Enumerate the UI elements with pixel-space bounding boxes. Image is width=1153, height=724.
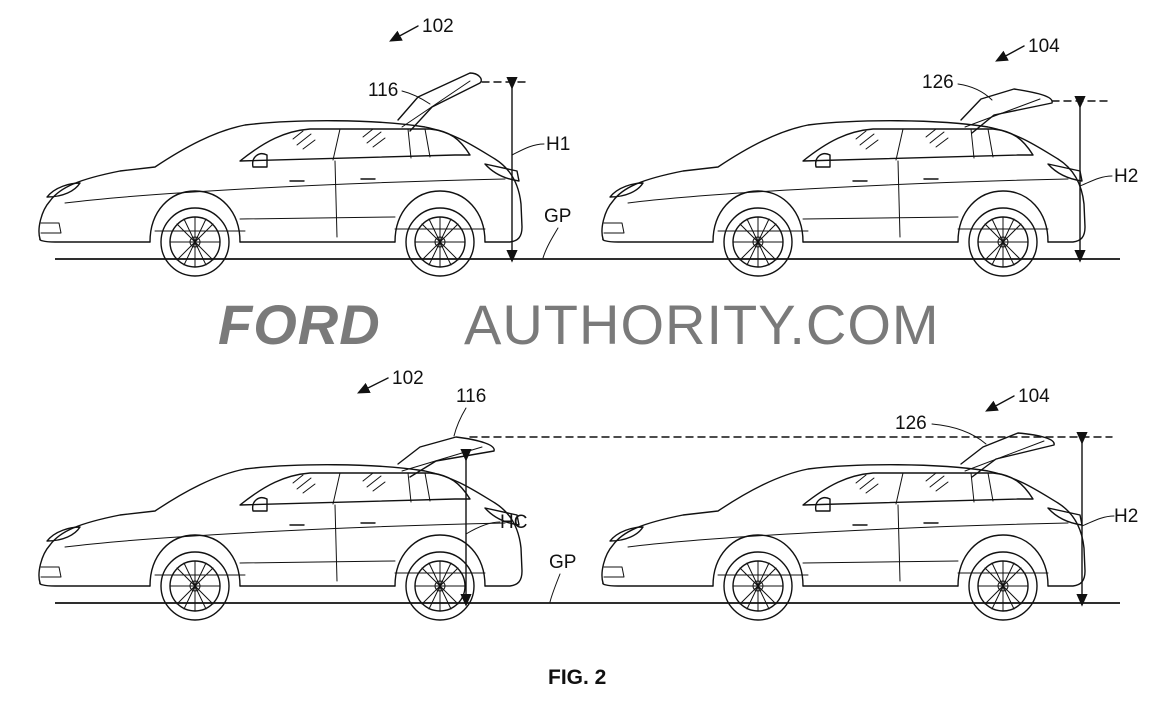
h2-top-leader — [1080, 176, 1112, 186]
ford-authority-watermark: FORD AUTHORITY.COM — [218, 293, 940, 356]
ref-126-top: 126 — [922, 72, 954, 93]
figure-caption: FIG. 2 — [548, 666, 606, 689]
ref-126-bottom: 126 — [895, 413, 927, 434]
vehicle-104-bottom — [602, 433, 1085, 620]
h1-label: H1 — [546, 134, 570, 155]
ref-104-top-arrow — [1000, 46, 1024, 59]
watermark-ford: FORD — [218, 293, 381, 356]
hc-label: HC — [500, 512, 527, 533]
ref-102-bottom: 102 — [392, 368, 424, 389]
ref-102-bottom-arrow — [362, 378, 388, 391]
gp-bottom-leader — [550, 574, 560, 602]
vehicle-104-top — [602, 89, 1085, 276]
ref-102-top-arrow — [394, 26, 418, 39]
h2-top-label: H2 — [1114, 166, 1138, 187]
gp-label-bottom: GP — [549, 552, 576, 573]
h2-bottom-leader — [1082, 516, 1114, 526]
watermark-authority: AUTHORITY.COM — [464, 293, 940, 356]
vehicle-102-bottom — [39, 437, 522, 620]
ref-102-top: 102 — [422, 16, 454, 37]
ref-104-bottom-arrow — [990, 396, 1014, 409]
ref-116-bottom-leader — [454, 408, 466, 436]
h1-leader — [512, 144, 544, 155]
ref-116-top: 116 — [368, 80, 398, 101]
gp-label-top: GP — [544, 206, 571, 227]
ref-104-top: 104 — [1028, 36, 1060, 57]
h2-bottom-label: H2 — [1114, 506, 1138, 527]
gp-top-leader — [543, 228, 558, 258]
vehicle-102-top — [39, 73, 522, 276]
ref-126-bottom-leader — [932, 424, 986, 444]
ref-104-bottom: 104 — [1018, 386, 1050, 407]
ref-116-bottom: 116 — [456, 386, 486, 407]
